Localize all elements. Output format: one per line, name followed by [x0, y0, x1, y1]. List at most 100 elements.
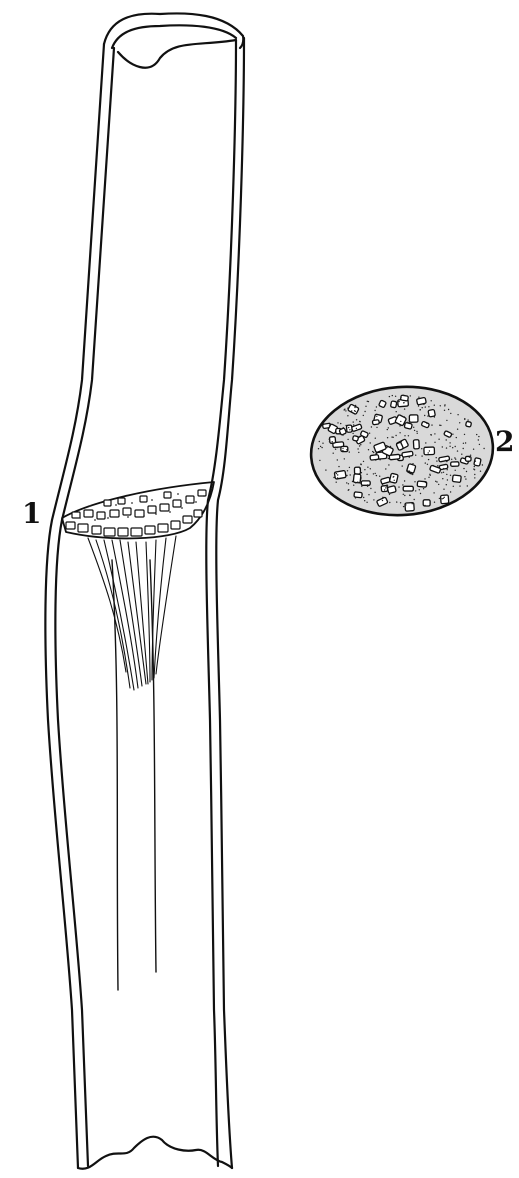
stipple-dot	[459, 422, 460, 423]
stipple-dot	[424, 505, 425, 506]
stipple-dot	[385, 487, 386, 488]
stipple-dot	[434, 405, 435, 406]
stipple-dot	[425, 442, 426, 443]
stipple-dot	[352, 433, 353, 434]
stipple-dot	[363, 497, 364, 498]
stipple-dot	[359, 467, 360, 468]
stipple-dot	[455, 446, 456, 447]
stipple-dot	[442, 446, 443, 447]
granule	[409, 415, 418, 422]
stipple-dot	[357, 481, 358, 482]
stipple-dot	[385, 468, 386, 469]
stipple-dot	[426, 423, 427, 424]
stipple-dot	[367, 484, 368, 485]
stipple-dot	[473, 449, 474, 450]
stipple-dot	[424, 415, 425, 416]
stipple-dot	[404, 495, 405, 496]
stipple-dot	[376, 453, 377, 454]
stipple-dot	[440, 405, 441, 406]
stipple-dot	[368, 449, 369, 450]
stipple-dot	[364, 500, 365, 501]
stipple-dot	[398, 486, 399, 487]
stipple-dot	[361, 472, 362, 473]
stipple-dot	[333, 453, 334, 454]
stipple-dot	[318, 448, 319, 449]
stipple-dot	[388, 464, 389, 465]
stipple-dot	[359, 421, 360, 422]
granule	[329, 437, 335, 444]
stipple-dot	[421, 448, 422, 449]
stipple-dot	[427, 415, 428, 416]
stipple-dot	[329, 424, 330, 425]
stipple-dot	[470, 455, 471, 456]
stipple-dot	[427, 464, 428, 465]
stipple-dot	[347, 448, 348, 449]
stipple-dot	[467, 485, 468, 486]
stipple-dot	[399, 425, 400, 426]
stipple-dot	[346, 475, 347, 476]
stipple-dot	[375, 438, 376, 439]
stipple-dot	[439, 466, 440, 467]
stipple-dot	[444, 410, 445, 411]
stipple-dot	[388, 458, 389, 459]
stipple-dot	[361, 494, 362, 495]
stipple-dot	[367, 467, 368, 468]
stipple-dot	[337, 459, 338, 460]
stipple-dot	[335, 449, 336, 450]
stipple-dot	[342, 434, 343, 435]
stipple-dot	[353, 424, 354, 425]
stipple-dot	[352, 481, 353, 482]
stipple-dot	[431, 400, 432, 401]
stipple-dot	[451, 459, 452, 460]
stipple-dot	[337, 477, 338, 478]
stipple-dot	[450, 475, 451, 476]
stipple-dot	[366, 474, 367, 475]
stipple-dot	[364, 469, 365, 470]
stipple-dot	[474, 474, 475, 475]
stipple-dot	[423, 488, 424, 489]
stipple-dot	[413, 427, 414, 428]
stipple-dot	[353, 421, 354, 422]
stipple-dot	[401, 444, 402, 445]
stipple-dot	[422, 407, 423, 408]
stipple-dot	[319, 441, 320, 442]
granule	[346, 425, 352, 432]
stipple-dot	[387, 437, 388, 438]
stipple-dot	[475, 461, 476, 462]
stipple-dot	[442, 478, 443, 479]
granule	[474, 458, 481, 466]
stipple-dot	[360, 482, 361, 483]
stipple-dot	[394, 480, 395, 481]
stipple-dot	[452, 434, 453, 435]
stipple-dot	[449, 442, 450, 443]
stipple-dot	[363, 415, 364, 416]
stipple-dot	[382, 500, 383, 501]
stipple-dot	[447, 479, 448, 480]
stipple-dot	[457, 429, 458, 430]
granule	[390, 401, 396, 408]
stipple-dot	[389, 502, 390, 503]
stipple-dot	[337, 474, 338, 475]
stipple-dot	[409, 420, 410, 421]
stipple-dot	[336, 482, 337, 483]
stipple-dot	[384, 489, 385, 490]
stipple-dot	[332, 441, 333, 442]
stipple-dot	[353, 485, 354, 486]
stipple-dot	[443, 489, 444, 490]
stipple-dot	[373, 452, 374, 453]
stipple-dot	[398, 401, 399, 402]
stipple-dot	[453, 486, 454, 487]
stipple-dot	[354, 410, 355, 411]
stipple-dot	[438, 439, 439, 440]
stipple-dot	[466, 471, 467, 472]
stipple-dot	[382, 497, 383, 498]
stipple-dot	[395, 396, 396, 397]
stipple-dot	[410, 395, 411, 396]
granule	[370, 455, 379, 461]
stipple-dot	[474, 469, 475, 470]
granule	[451, 462, 459, 467]
granule	[389, 454, 400, 460]
stipple-dot	[396, 411, 397, 412]
stipple-dot	[455, 470, 456, 471]
stipple-dot	[333, 477, 334, 478]
